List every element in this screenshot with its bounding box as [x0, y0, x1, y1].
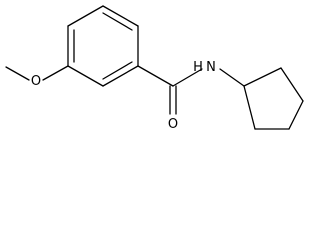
- ring-double-bond: [102, 12, 133, 31]
- ring-bond: [243, 85, 256, 130]
- ring-bond: [280, 67, 304, 102]
- ring-bond: [102, 65, 139, 87]
- amide-group: O H N: [137, 60, 245, 132]
- methoxy-group: O: [5, 65, 69, 89]
- cyclopentyl-ring: [243, 67, 304, 130]
- aryl-carbonyl-bond: [137, 65, 174, 87]
- ring-double-bond: [102, 61, 133, 80]
- chemical-structure-diagram: O O H N: [5, 5, 304, 132]
- ring-bond: [102, 5, 139, 27]
- amide-nitrogen-label: N: [206, 60, 216, 75]
- ring-bond: [288, 100, 304, 130]
- aryl-oxygen-bond: [42, 65, 69, 81]
- nitrogen-cyclopentyl-bond: [219, 68, 245, 87]
- ring-bond: [243, 67, 282, 87]
- carbonyl-oxygen-label: O: [168, 117, 178, 132]
- benzene-ring: [67, 5, 139, 87]
- carbonyl-nitrogen-bond: [172, 68, 203, 87]
- ring-bond: [67, 5, 104, 27]
- methoxy-oxygen-label: O: [31, 74, 41, 89]
- ring-bond: [67, 65, 104, 87]
- amide-hydrogen-label: H: [193, 60, 203, 75]
- oxygen-methyl-bond: [5, 66, 30, 81]
